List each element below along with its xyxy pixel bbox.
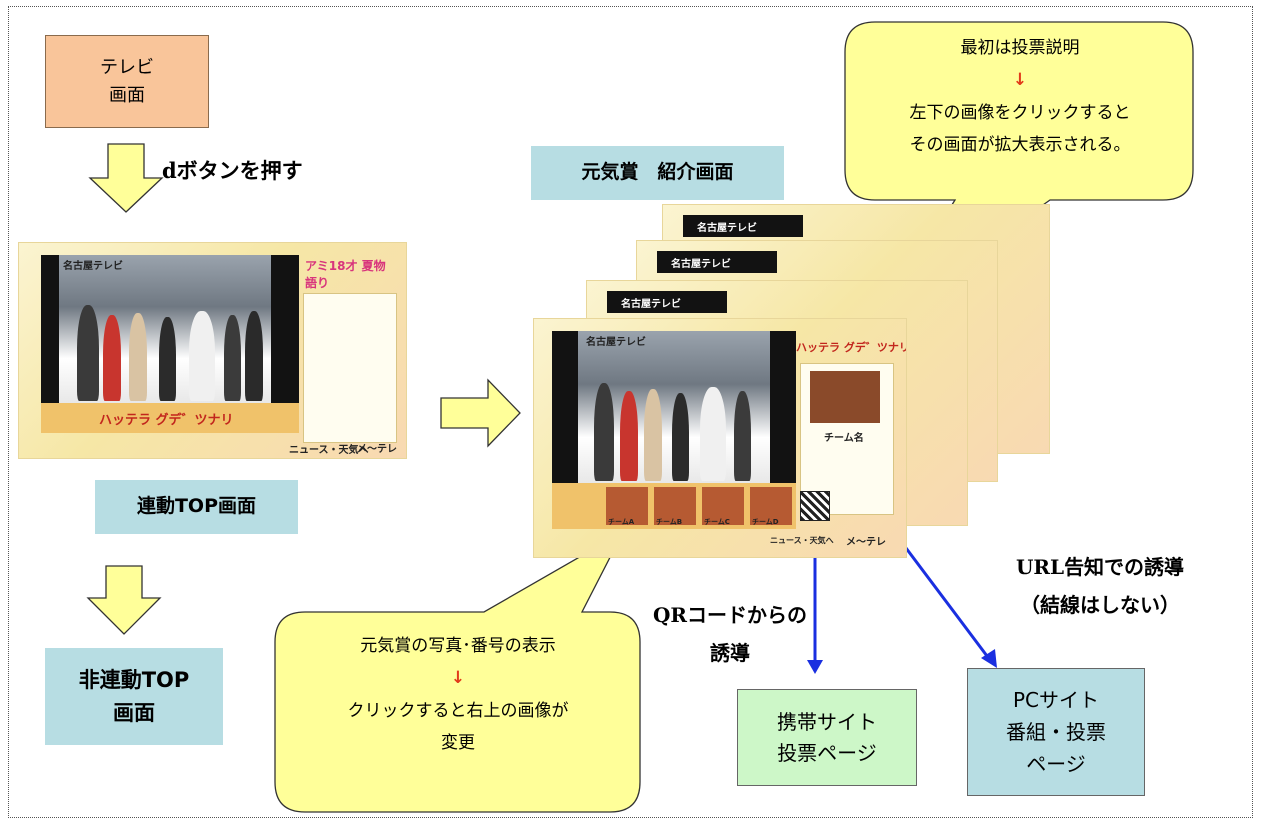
footer-news: ニュース・天気へ <box>770 536 834 545</box>
unlinked-top-label: 非連動TOP 画面 <box>45 648 223 745</box>
channel-logo: 名古屋テレビ <box>621 299 681 310</box>
genki-intro-label: 元気賞 紹介画面 <box>531 146 784 200</box>
down-arrow-2 <box>86 565 162 635</box>
right-arrow <box>440 378 521 448</box>
callout-bottom-left-line1: 元気賞の写真･番号の表示 <box>360 636 556 656</box>
channel-logo: 名古屋テレビ <box>671 259 731 270</box>
tv-screen-line1: テレビ <box>100 56 154 78</box>
callout-bottom-left-arrow-icon: ↓ <box>450 668 466 689</box>
channel-logo: 名古屋テレビ <box>586 337 646 348</box>
team-b-label: チームB <box>656 518 683 526</box>
linked-top-label: 連動TOP画面 <box>95 480 298 534</box>
qr-guidance-line2: 誘導 <box>710 641 750 665</box>
team-a-label: チームA <box>608 518 635 526</box>
team-name: チーム名 <box>824 433 864 444</box>
tv-screen-box: テレビ 画面 <box>45 35 209 128</box>
pc-site-line3: ページ <box>1026 752 1086 776</box>
callout-bottom-left-line2: クリックすると右上の画像が <box>347 700 569 721</box>
info-panel <box>303 293 397 443</box>
d-button-label: dボタンを押す <box>162 158 303 183</box>
show-title: ハッテラ グデ゛ツナリ <box>796 341 907 354</box>
show-title: ハッテラ グデ゛ツナリ <box>99 413 234 428</box>
qr-link-arrowhead <box>807 660 823 674</box>
url-link-arrowhead <box>981 649 997 668</box>
footer-news: ニュース・天気へ <box>289 445 369 456</box>
pc-site-line2: 番組・投票 <box>1006 720 1106 744</box>
unlinked-top-line2: 画面 <box>112 700 155 725</box>
callout-bottom-left-line3: 変更 <box>441 732 475 753</box>
url-guidance-label: URL告知での誘導 （結線はしない） <box>985 548 1215 624</box>
callout-bottom-left: 元気賞の写真･番号の表示 ↓ クリックすると右上の画像が 変更 <box>283 630 633 759</box>
team-photo <box>810 371 880 423</box>
linked-top-screenshot: 名古屋テレビ アミ18才 夏物語り ハッテラ グデ゛ツナリ ニュース・天気へ メ… <box>18 242 407 459</box>
studio-photo <box>59 255 271 403</box>
mobile-site-line1: 携帯サイト <box>777 709 877 734</box>
pc-site-line1: PCサイト <box>1012 688 1100 712</box>
team-thumb-row <box>606 487 792 525</box>
team-c-label: チームC <box>704 518 730 526</box>
intro-screenshot-front: 名古屋テレビ ハッテラ グデ゛ツナリ チーム名 チームA チームB チームC チ… <box>533 318 907 558</box>
callout-top-right-arrow-icon: ↓ <box>1012 70 1028 91</box>
footer-logo: メ〜テレ <box>846 537 886 548</box>
url-guidance-line2: （結線はしない） <box>1020 593 1180 617</box>
mobile-site-box: 携帯サイト 投票ページ <box>737 689 917 786</box>
unlinked-top-line1: 非連動TOP <box>78 667 190 692</box>
ami-title: アミ18才 夏物語り <box>305 259 386 290</box>
diagram-frame <box>8 6 1253 818</box>
team-d-label: チームD <box>752 518 779 526</box>
down-arrow-1 <box>88 143 164 213</box>
callout-bottom-left-shape <box>274 530 641 813</box>
footer-logo: メ〜テレ <box>357 444 397 455</box>
qr-guidance-label: QRコードからの 誘導 <box>640 596 820 672</box>
mobile-site-line2: 投票ページ <box>777 740 877 765</box>
tv-screen-line2: 画面 <box>109 84 145 106</box>
pc-site-box: PCサイト 番組・投票 ページ <box>967 668 1145 796</box>
callout-top-right-line1: 最初は投票説明 <box>960 38 1080 58</box>
callout-top-right: 最初は投票説明 ↓ 左下の画像をクリックすると その画面が拡大表示される。 <box>855 32 1185 161</box>
channel-logo: 名古屋テレビ <box>697 223 757 234</box>
channel-logo: 名古屋テレビ <box>63 261 123 272</box>
qr-guidance-line1: QRコードからの <box>652 603 808 627</box>
qr-code-icon <box>800 491 830 521</box>
studio-photo <box>578 331 770 483</box>
callout-top-right-line3: その画面が拡大表示される。 <box>909 134 1131 155</box>
url-guidance-line1: URL告知での誘導 <box>1015 555 1185 579</box>
callout-top-right-line2: 左下の画像をクリックすると <box>909 102 1131 123</box>
